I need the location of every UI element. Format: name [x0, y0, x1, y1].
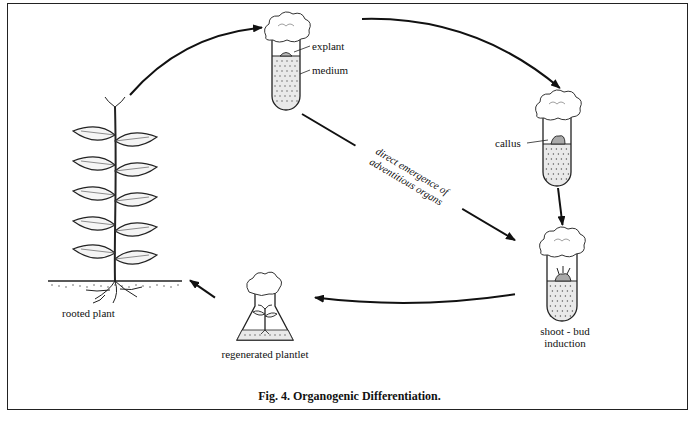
process-arrow: [130, 28, 262, 95]
stage-label: callus: [495, 137, 527, 149]
rooted-plant: [40, 95, 190, 310]
stage-label: shoot - bud induction: [525, 325, 605, 349]
figure-caption: Fig. 4. Organogenic Differentiation.: [0, 389, 699, 404]
stage-label: medium: [312, 64, 362, 76]
test-tube: [262, 6, 362, 114]
rooted-plant: rooted plant: [40, 95, 190, 321]
stage-label: explant: [312, 40, 362, 52]
arrow-label: direct emergence of adventitious organs: [349, 135, 468, 219]
stage-label: regenerated plantlet: [215, 348, 315, 360]
process-arrow: [362, 19, 560, 88]
stage-label: rooted plant: [62, 307, 172, 319]
culture-tube-shoot-bud: shoot - bud induction: [515, 225, 610, 351]
process-arrow: [558, 188, 563, 225]
process-arrow: [302, 114, 515, 240]
culture-flask: [215, 270, 315, 348]
process-arrow: [190, 280, 215, 297]
regenerated-plantlet: regenerated plantlet: [215, 270, 315, 362]
test-tube: [515, 225, 610, 325]
process-arrow: [315, 294, 515, 303]
culture-tube-explant: explant medium: [262, 6, 362, 114]
culture-tube-callus: callus: [495, 88, 585, 188]
